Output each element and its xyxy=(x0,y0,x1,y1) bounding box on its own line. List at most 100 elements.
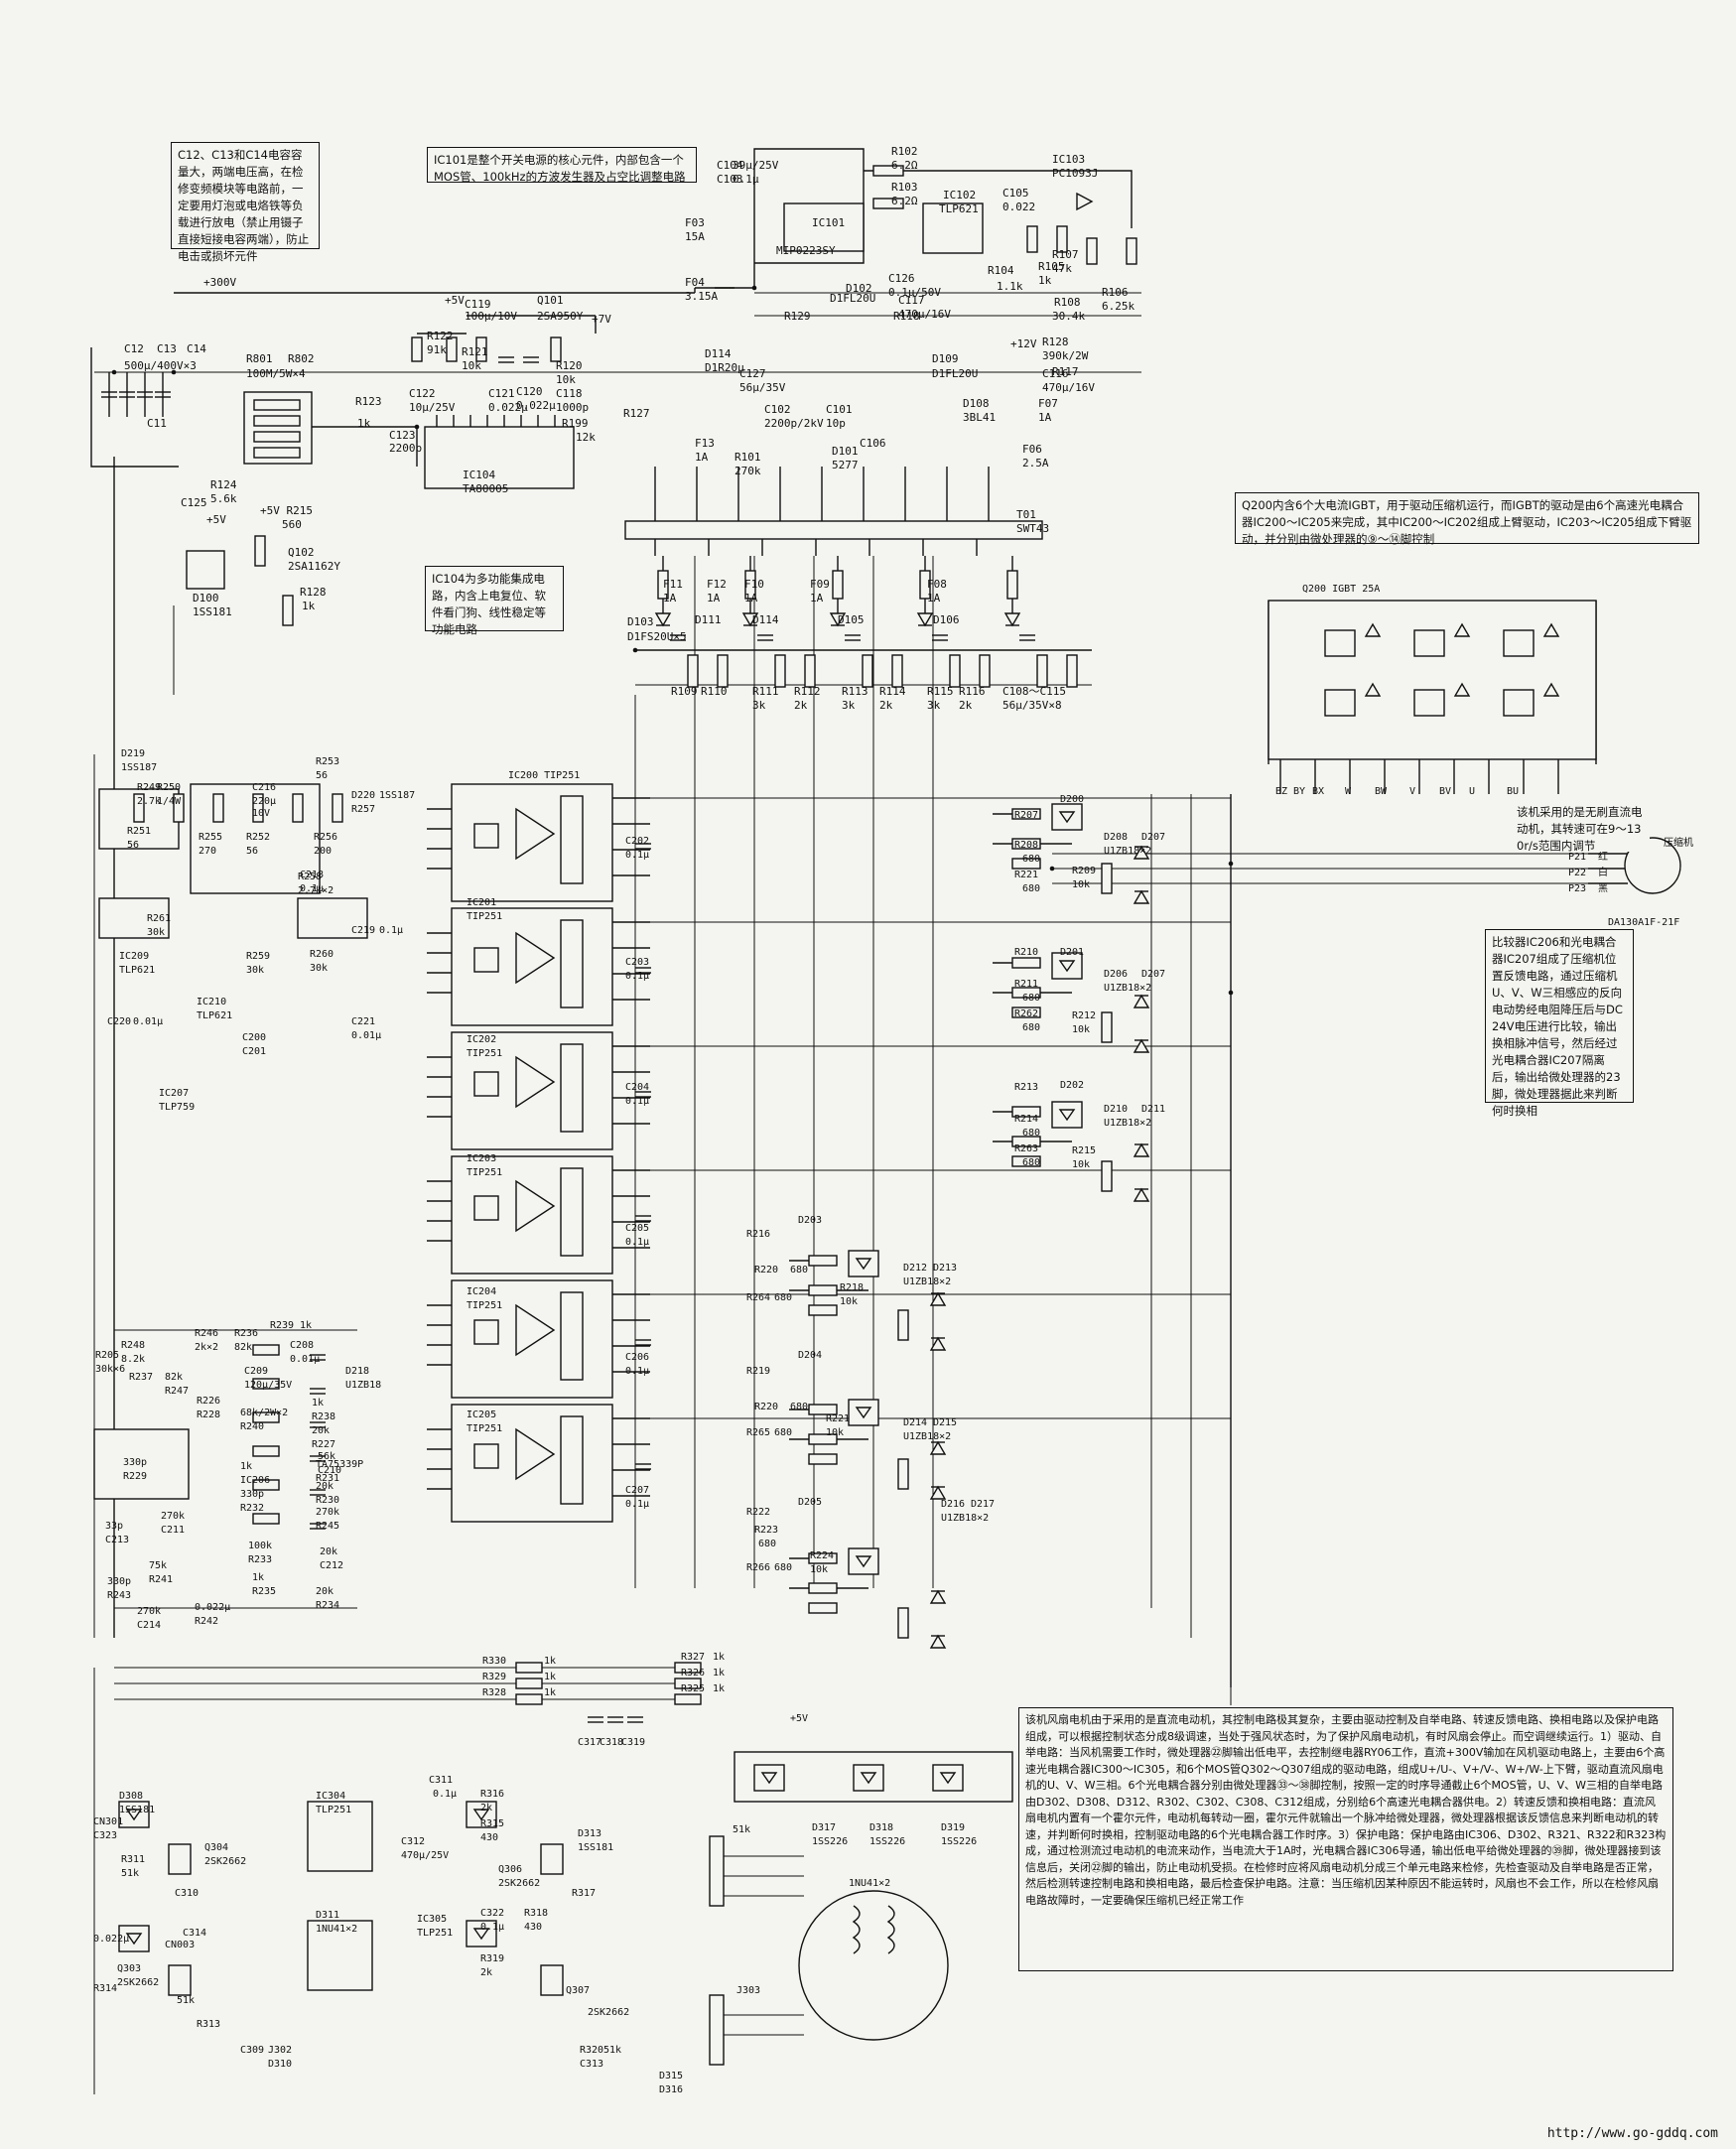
component-label: TIP251 xyxy=(467,1167,502,1178)
component-label: R266 xyxy=(746,1562,770,1573)
component-label: C205 xyxy=(625,1223,649,1234)
resistor xyxy=(252,793,264,823)
resistor xyxy=(1006,570,1018,600)
component-label: 30k xyxy=(310,963,328,974)
component-label: D318 xyxy=(869,1822,893,1833)
component-label: IC101 xyxy=(812,216,845,229)
resistor xyxy=(515,1693,543,1705)
component-label: D106 xyxy=(933,613,960,626)
component-label: 1SS187 xyxy=(121,762,157,773)
component-label: 20k xyxy=(316,1481,334,1492)
component-label: W xyxy=(1345,786,1352,797)
diode xyxy=(125,1809,143,1821)
component-label: D202 xyxy=(1060,1080,1084,1091)
component-label: IC206 xyxy=(240,1475,270,1486)
component-label: R101 xyxy=(734,451,761,464)
component-label: R241 xyxy=(149,1574,173,1585)
opto-led xyxy=(473,947,499,973)
component-label: U1ZB18 xyxy=(345,1380,381,1391)
resistor xyxy=(657,570,669,600)
diode xyxy=(1003,612,1021,627)
component-label: DA130A1F-21F xyxy=(1608,917,1679,928)
component-label: 330p xyxy=(107,1576,131,1587)
component-label: D211 xyxy=(1141,1104,1165,1115)
component-label: D315 xyxy=(659,2071,683,2082)
resistor xyxy=(1011,1155,1041,1167)
component-label: R320 xyxy=(580,2045,603,2056)
diode xyxy=(760,1772,778,1785)
component-label: R252 xyxy=(246,832,270,843)
component-label: 5.6k xyxy=(210,492,237,505)
diode xyxy=(1364,682,1382,697)
component-label: 56 xyxy=(246,846,258,857)
ic305-tlp251 xyxy=(307,1920,373,1991)
opto-led xyxy=(473,823,499,849)
component-label: 680 xyxy=(1022,993,1040,1004)
component-label: IC102 xyxy=(943,189,976,201)
component-label: 200 xyxy=(314,846,332,857)
component-label: 10μ/25V xyxy=(409,401,456,414)
note-fan-motor-circuit: 该机风扇电机由于采用的是直流电动机，其控制电路极其复杂，主要由驱动控制及自举电路… xyxy=(1018,1707,1673,1971)
component-label: R113 xyxy=(842,685,868,698)
component-label: 20k xyxy=(312,1425,330,1436)
component-label: 10k xyxy=(1072,1159,1090,1170)
component-label: R251 xyxy=(127,826,151,837)
component-label: 270 xyxy=(199,846,216,857)
component-label: C318 xyxy=(600,1737,623,1748)
diode xyxy=(1453,682,1471,697)
component-label: +12V xyxy=(1010,337,1037,350)
component-label: 30.4k xyxy=(1052,310,1085,323)
component-label: 0.01μ xyxy=(351,1030,381,1041)
component-label: 0.022μ xyxy=(488,401,528,414)
component-label: D200 xyxy=(1060,794,1084,805)
component-label: 680 xyxy=(1022,1157,1040,1168)
component-label: C220 xyxy=(107,1016,131,1027)
component-label: 3.15A xyxy=(685,290,718,303)
component-label: R236 xyxy=(234,1328,258,1339)
junction-dot xyxy=(1228,990,1234,996)
component-label: C104 xyxy=(717,159,743,172)
component-label: 0.1μ xyxy=(625,1499,649,1510)
component-label: Q307 xyxy=(566,1985,590,1996)
component-label: D204 xyxy=(798,1350,822,1361)
component-label: 430 xyxy=(480,1832,498,1843)
component-label: 0.1μ xyxy=(625,850,649,861)
component-label: D311 xyxy=(316,1910,339,1921)
resistor xyxy=(872,165,904,177)
component-label: R255 xyxy=(199,832,222,843)
component-label: 黑 xyxy=(1598,882,1608,894)
component-label: 3k xyxy=(752,699,766,712)
component-label: R114 xyxy=(879,685,906,698)
resistor xyxy=(1011,957,1041,969)
connector-cn003 xyxy=(709,1835,725,1907)
component-label: 1k xyxy=(312,1398,324,1409)
component-label: R329 xyxy=(482,1672,506,1682)
component-label: 2k×2 xyxy=(195,1342,218,1353)
component-label: 1A xyxy=(695,451,709,464)
component-label: D206 xyxy=(1104,969,1128,980)
component-label: C312 xyxy=(401,1836,425,1847)
component-label: 430 xyxy=(524,1922,542,1933)
component-label: C311 xyxy=(429,1775,453,1786)
component-label: 1SS226 xyxy=(869,1836,905,1847)
component-label: 68k/2W×2 xyxy=(240,1408,288,1418)
component-label: IC209 xyxy=(119,951,149,962)
component-label: 390k/2W xyxy=(1042,349,1089,362)
component-label: C211 xyxy=(161,1525,185,1536)
resistor xyxy=(891,654,903,688)
circuit-components xyxy=(93,165,1681,2066)
mosfet-q303 xyxy=(168,1964,192,1996)
component-label: Q102 xyxy=(288,546,315,559)
component-label: IC203 xyxy=(467,1153,496,1164)
diode-bridge xyxy=(848,1250,879,1277)
component-label: TIP251 xyxy=(467,1048,502,1059)
component-label: +5V R215 xyxy=(260,504,313,517)
component-label: C117 xyxy=(898,294,925,307)
component-label: U1ZB18×2 xyxy=(941,1513,989,1524)
component-label: 1k xyxy=(240,1461,252,1472)
component-label: +7V xyxy=(592,313,611,326)
component-label: BW xyxy=(1375,786,1388,797)
wire xyxy=(993,170,1133,228)
component-label: C206 xyxy=(625,1352,649,1363)
component-label: R120 xyxy=(556,359,583,372)
